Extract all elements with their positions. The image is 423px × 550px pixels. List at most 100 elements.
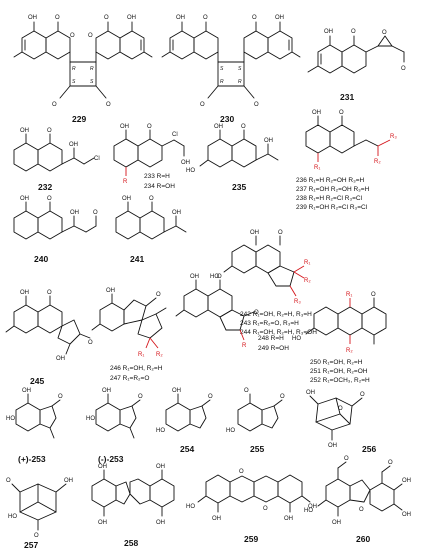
atom-r1: R₁ bbox=[314, 165, 320, 171]
structure-240: OH O OH O 240 bbox=[13, 196, 98, 264]
atom-r: R bbox=[242, 343, 247, 349]
atom-o: O bbox=[138, 394, 143, 400]
atom-o: O bbox=[280, 394, 285, 400]
atom-o: O bbox=[208, 394, 213, 400]
atom-oh: OH bbox=[264, 138, 273, 144]
atom-oh: OH bbox=[102, 388, 111, 394]
structure-230: OH O OH O S S R R O O 230 bbox=[161, 15, 301, 124]
structure-245: OH O O OH 245 bbox=[5, 290, 93, 386]
structure-253-plus: OH O HO (+)-253 bbox=[6, 388, 63, 464]
atom-oh: OH bbox=[402, 512, 411, 518]
atom-oh: OH bbox=[56, 356, 65, 362]
atom-o: O bbox=[351, 29, 356, 35]
structure-236-239: OH O R₁ R₂ R₃ 236 R₁=H R₂=OH R₃=H 237 R₁… bbox=[296, 110, 397, 211]
atom-o: O bbox=[278, 230, 283, 236]
structure-235: OH O OH HO 235 bbox=[186, 124, 279, 192]
compound-id: 241 bbox=[130, 254, 144, 264]
structure-260: O O HO OH OH OH O 260 bbox=[304, 456, 411, 544]
stereo-r: R bbox=[72, 66, 76, 72]
atom-o: O bbox=[47, 196, 52, 202]
structure-253-minus: OH O HO (-)-253 bbox=[86, 388, 143, 464]
compound-id: 258 bbox=[124, 538, 138, 548]
atom-o: O bbox=[254, 310, 259, 316]
atom-oh: OH bbox=[98, 520, 107, 526]
atom-o: O bbox=[70, 33, 75, 39]
atom-r3: R₃ bbox=[294, 299, 301, 305]
label-244: 244 R₁=OH, R₂=H, R₃=OH bbox=[240, 329, 317, 336]
atom-oh: OH bbox=[306, 390, 315, 396]
label-238: 238 R₁=H R₂=Cl R₃=Cl bbox=[296, 195, 363, 202]
structure-248-249: OH O O R 248 R=H 249 R=OH bbox=[175, 274, 289, 352]
label-246: 246 R₁=OH, R₂=H bbox=[110, 365, 163, 372]
atom-o: O bbox=[244, 388, 249, 394]
atom-o: O bbox=[6, 478, 11, 484]
stereo-r: R bbox=[220, 79, 224, 85]
atom-o: O bbox=[360, 392, 365, 398]
stereo-s: S bbox=[238, 66, 242, 72]
atom-oh: OH bbox=[156, 520, 165, 526]
compound-id: 229 bbox=[72, 114, 86, 124]
structure-232: OH O OH Cl 232 bbox=[13, 128, 100, 192]
atom-o: O bbox=[200, 102, 205, 108]
atom-oh: OH bbox=[22, 388, 31, 394]
stereo-s: S bbox=[220, 66, 224, 72]
atom-oh: OH bbox=[122, 196, 131, 202]
label-248: 248 R=H bbox=[258, 335, 284, 342]
compound-id: 245 bbox=[30, 376, 44, 386]
atom-oh: OH bbox=[20, 290, 29, 296]
atom-r: R bbox=[123, 179, 128, 185]
compound-id: 231 bbox=[340, 92, 354, 102]
atom-o: O bbox=[47, 290, 52, 296]
atom-oh: OH bbox=[332, 520, 341, 526]
atom-o: O bbox=[371, 292, 376, 298]
atom-oh: OH bbox=[172, 210, 181, 216]
atom-oh: OH bbox=[98, 464, 107, 470]
compound-id: 254 bbox=[180, 444, 194, 454]
atom-oh: OH bbox=[214, 124, 223, 130]
atom-o: O bbox=[58, 394, 63, 400]
atom-o: O bbox=[88, 33, 93, 39]
atom-oh: OH bbox=[284, 516, 293, 522]
atom-r2: R₂ bbox=[304, 278, 311, 284]
atom-o: O bbox=[52, 102, 57, 108]
atom-o: O bbox=[149, 196, 154, 202]
atom-o: O bbox=[401, 66, 406, 72]
atom-o: O bbox=[239, 469, 244, 475]
label-242: 242 R₁=OH, R₂=H, R₃=H bbox=[240, 311, 312, 318]
structure-246-247: OH O R₁ R₂ 246 R₁=OH, R₂=H 247 R₁=R₂=O bbox=[91, 288, 167, 382]
atom-o: O bbox=[339, 110, 344, 116]
atom-o: O bbox=[156, 292, 161, 298]
atom-ho: HO bbox=[8, 514, 17, 520]
compound-id: 257 bbox=[24, 540, 38, 550]
atom-o: O bbox=[263, 506, 268, 512]
atom-r1: R₁ bbox=[304, 260, 310, 266]
atom-oh: OH bbox=[312, 110, 321, 116]
atom-o: O bbox=[338, 406, 343, 412]
label-239: 239 R₁=OH R₂=Cl R₃=Cl bbox=[296, 204, 368, 211]
stereo-r: R bbox=[90, 66, 94, 72]
structure-229: OH O O OH O O R R S S O O 229 bbox=[13, 15, 153, 124]
atom-oh: OH bbox=[328, 443, 337, 449]
structure-257: O OH HO O 257 bbox=[6, 478, 73, 550]
label-243: 243 R₁=R₂=O, R₃=H bbox=[240, 320, 299, 327]
atom-ho: HO bbox=[210, 274, 219, 280]
atom-oh: OH bbox=[250, 230, 259, 236]
atom-oh: OH bbox=[324, 29, 333, 35]
compound-id: (+)-253 bbox=[18, 454, 46, 464]
atom-r2: R₂ bbox=[374, 159, 381, 165]
atom-r3: R₃ bbox=[390, 134, 397, 140]
compound-id: 235 bbox=[232, 182, 246, 192]
label-236: 236 R₁=H R₂=OH R₃=H bbox=[296, 177, 365, 184]
atom-o: O bbox=[388, 460, 393, 466]
atom-o: O bbox=[252, 15, 257, 21]
atom-o: O bbox=[55, 15, 60, 21]
stereo-r: R bbox=[238, 79, 242, 85]
compound-id: (-)-253 bbox=[98, 454, 124, 464]
atom-r1: R₁ bbox=[138, 352, 144, 358]
label-247: 247 R₁=R₂=O bbox=[110, 375, 149, 382]
atom-o: O bbox=[344, 456, 349, 462]
atom-o: O bbox=[147, 124, 152, 130]
structure-259: OH HO OH OH O O 259 bbox=[186, 469, 317, 544]
atom-oh: OH bbox=[69, 142, 78, 148]
